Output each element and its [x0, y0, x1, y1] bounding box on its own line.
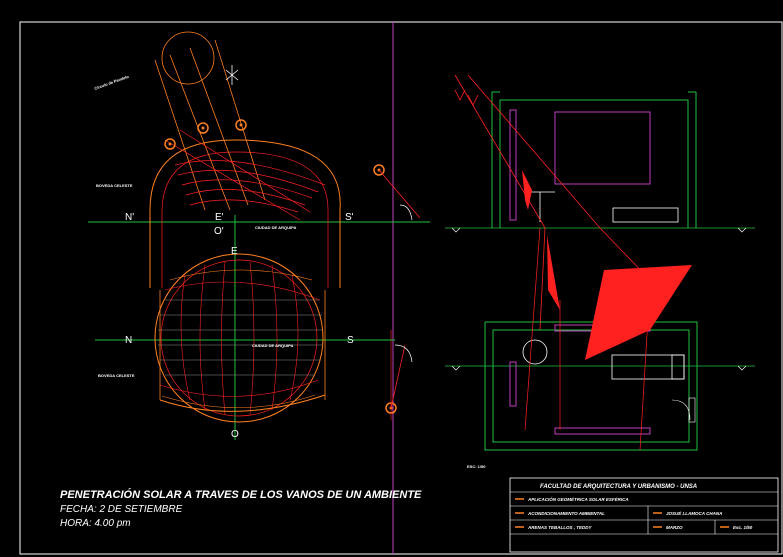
label-o-prime: O' [214, 226, 224, 237]
label-ciudad-top: CIUDAD DE ARQUIPA [255, 225, 296, 230]
title-block [509, 477, 779, 553]
room-section [445, 74, 755, 451]
solar-patch-2 [585, 265, 692, 360]
sphere-plan [95, 253, 395, 423]
label-s-prime: S' [345, 212, 354, 223]
sphere-elevation [88, 31, 430, 440]
section-walls [491, 91, 697, 228]
label-boveda-bottom: BOVEDA CELESTE [98, 373, 135, 378]
sphere-outer [154, 253, 324, 423]
solar-penetration-section [522, 170, 532, 210]
solar-patch-1 [547, 235, 560, 310]
drawing-frame [19, 21, 783, 555]
label-circulo-paralelo: Círculo de Paralelo [94, 74, 130, 91]
label-boveda-top: BOVEDA CELESTE [96, 183, 133, 188]
drawing-title: PENETRACIÓN SOLAR A TRAVES DE LOS VANOS … [60, 488, 422, 501]
label-e-prime: E' [215, 212, 224, 223]
sun-markers [164, 119, 397, 414]
label-e: E [231, 246, 238, 257]
label-n-prime: N' [125, 212, 134, 223]
tb-row1: APLICACIÓN GEOMÉTRICA SOLAR ESFÉRICA [527, 495, 629, 502]
window-opening [554, 111, 651, 185]
drawing-time: HORA: 4.00 pm [60, 518, 131, 529]
tb-row2-left: ACONDICIONAMIENTO AMBIENTAL [527, 511, 605, 516]
tb-row2-right: JOSUÉ LLAMOCA CHANA [666, 509, 722, 516]
label-ciudad-bottom: CIUDAD DE ARQUIPA [252, 343, 293, 348]
tb-row3-left: ARENAS TEBALLOS , TEDDY [527, 525, 593, 530]
tb-faculty: FACULTAD DE ARQUITECTURA Y URBANISMO - U… [540, 484, 697, 490]
scale-label: ESC: 1/50 [467, 464, 486, 469]
tb-row3-mid: MARZO [666, 525, 683, 530]
label-n: N [125, 335, 132, 346]
celestial-vault-upper [149, 139, 341, 288]
label-s: S [347, 335, 354, 346]
north-marker [225, 65, 239, 85]
label-o: O [231, 429, 239, 440]
drawing-date: FECHA: 2 DE SETIEMBRE [60, 504, 183, 515]
tb-row3-right: Esc. 1/50 [733, 525, 753, 530]
parallel-track [154, 31, 266, 211]
